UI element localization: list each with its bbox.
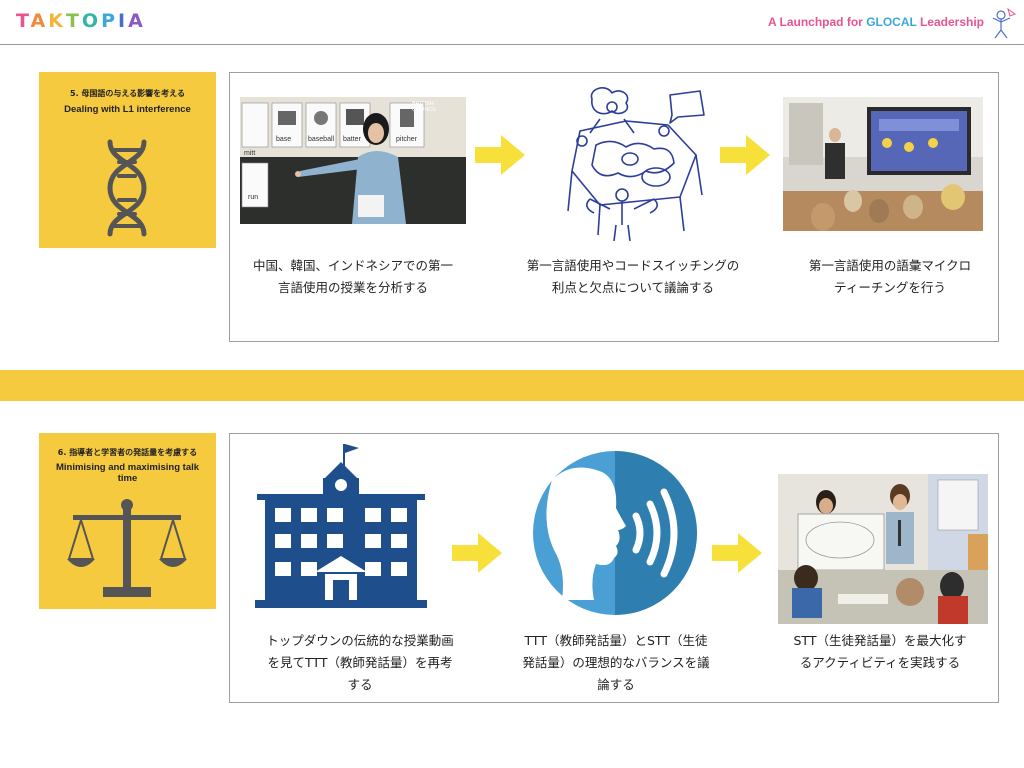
section-divider-band xyxy=(0,370,1024,401)
arrow-right-icon xyxy=(712,533,762,573)
watermark-line1: BRITISH xyxy=(412,101,434,107)
logo-letter: K xyxy=(48,10,66,32)
arrow-right-icon xyxy=(720,135,770,175)
caption-line: 第一言語使用やコードスイッチングの xyxy=(526,258,740,273)
section1-label-card: 5. 母国語の与える影響を考える Dealing with L1 interfe… xyxy=(39,72,216,248)
tagline-suffix: Leadership xyxy=(916,15,984,29)
logo-letter: T xyxy=(65,10,82,32)
section2-step2-caption: TTT（教師発話量）とSTT（生徒 発話量）の理想的なバランスを議 論する xyxy=(496,630,736,696)
header-divider xyxy=(0,44,1024,45)
section1-step2-caption: 第一言語使用やコードスイッチングの 利点と欠点について議論する xyxy=(508,255,758,299)
watermark-line2: COUNCIL xyxy=(412,107,437,113)
caption-line: を見てTTT（教師発話量）を再考 xyxy=(267,655,453,670)
student-talk-classroom-photo xyxy=(778,474,988,624)
header: TAKTOPIA A Launchpad for GLOCAL Leadersh… xyxy=(0,0,1024,45)
section1-content-box: base baseball batter pitcher mitt run BR… xyxy=(229,72,999,342)
flashcard-batter-label: batter xyxy=(343,136,362,143)
title-en-line: Minimising and maximising talk xyxy=(55,462,200,473)
section1-step1-caption: 中国、韓国、インドネシアでの第一 言語使用の授業を分析する xyxy=(240,255,466,299)
caption-line: STT（生徒発話量）を最大化す xyxy=(793,633,967,648)
section1-title-en: Dealing with L1 interference xyxy=(64,104,191,115)
section2-step3-caption: STT（生徒発話量）を最大化す るアクティビティを実践する xyxy=(770,630,990,674)
tagline-glocal: GLOCAL xyxy=(866,15,917,29)
caption-line: する xyxy=(347,677,373,692)
arrow-right-icon xyxy=(475,135,525,175)
smartboard-classroom-photo xyxy=(783,97,983,231)
caption-line: トップダウンの伝統的な授業動画 xyxy=(266,633,454,648)
discussion-illustration xyxy=(567,87,705,242)
flashcard-base-label: base xyxy=(276,136,291,143)
caption-line: 言語使用の授業を分析する xyxy=(277,280,428,295)
logo-letter: A xyxy=(30,10,49,32)
caption-line: 中国、韓国、インドネシアでの第一 xyxy=(252,258,453,273)
speaking-head-icon xyxy=(533,451,697,615)
section2-step1-caption: トップダウンの伝統的な授業動画 を見てTTT（教師発話量）を再考 する xyxy=(240,630,480,696)
flashcard-baseball-label: baseball xyxy=(308,136,335,143)
balance-scale-icon xyxy=(67,499,187,597)
logo-letter: T xyxy=(16,10,31,32)
caption-line: るアクティビティを実践する xyxy=(799,655,961,670)
dna-icon xyxy=(107,139,147,237)
caption-line: 利点と欠点について議論する xyxy=(551,280,715,295)
caption-line: 発話量）の理想的なバランスを議 xyxy=(522,655,710,670)
section1-step3-caption: 第一言語使用の語彙マイクロ ティーチングを行う xyxy=(790,255,990,299)
taktopia-logo[interactable]: TAKTOPIA xyxy=(16,10,146,32)
flashcard-mitt-label: mitt xyxy=(244,150,255,157)
classroom-flashcards-photo: base baseball batter pitcher mitt run BR… xyxy=(240,97,466,224)
arrow-right-icon xyxy=(452,533,502,573)
school-building-icon xyxy=(255,444,427,608)
flashcard-pitcher-label: pitcher xyxy=(396,136,418,143)
caption-line: 論する xyxy=(597,677,635,692)
flashcard-run-label: run xyxy=(248,194,258,201)
mascot-icon xyxy=(992,7,1017,39)
section2-title-jp: 6. 指導者と学習者の発話量を考慮する xyxy=(57,448,198,457)
caption-line: ティーチングを行う xyxy=(834,280,946,295)
section2-title-en: Minimising and maximising talk time xyxy=(49,462,206,484)
logo-letter: A xyxy=(128,10,146,32)
caption-line: 第一言語使用の語彙マイクロ xyxy=(808,258,972,273)
title-en-line: time xyxy=(117,473,138,484)
logo-letter: I xyxy=(118,10,129,32)
section1-title-jp: 5. 母国語の与える影響を考える xyxy=(70,89,185,98)
caption-line: TTT（教師発話量）とSTT（生徒 xyxy=(524,633,708,648)
logo-letter: P xyxy=(101,10,119,32)
tagline-prefix: A Launchpad for xyxy=(767,15,867,29)
tagline: A Launchpad for GLOCAL Leadership xyxy=(768,15,984,29)
section2-label-card: 6. 指導者と学習者の発話量を考慮する Minimising and maxim… xyxy=(39,433,216,609)
section2-content-box: トップダウンの伝統的な授業動画 を見てTTT（教師発話量）を再考 する TTT（… xyxy=(229,433,999,703)
logo-letter: O xyxy=(81,10,102,32)
